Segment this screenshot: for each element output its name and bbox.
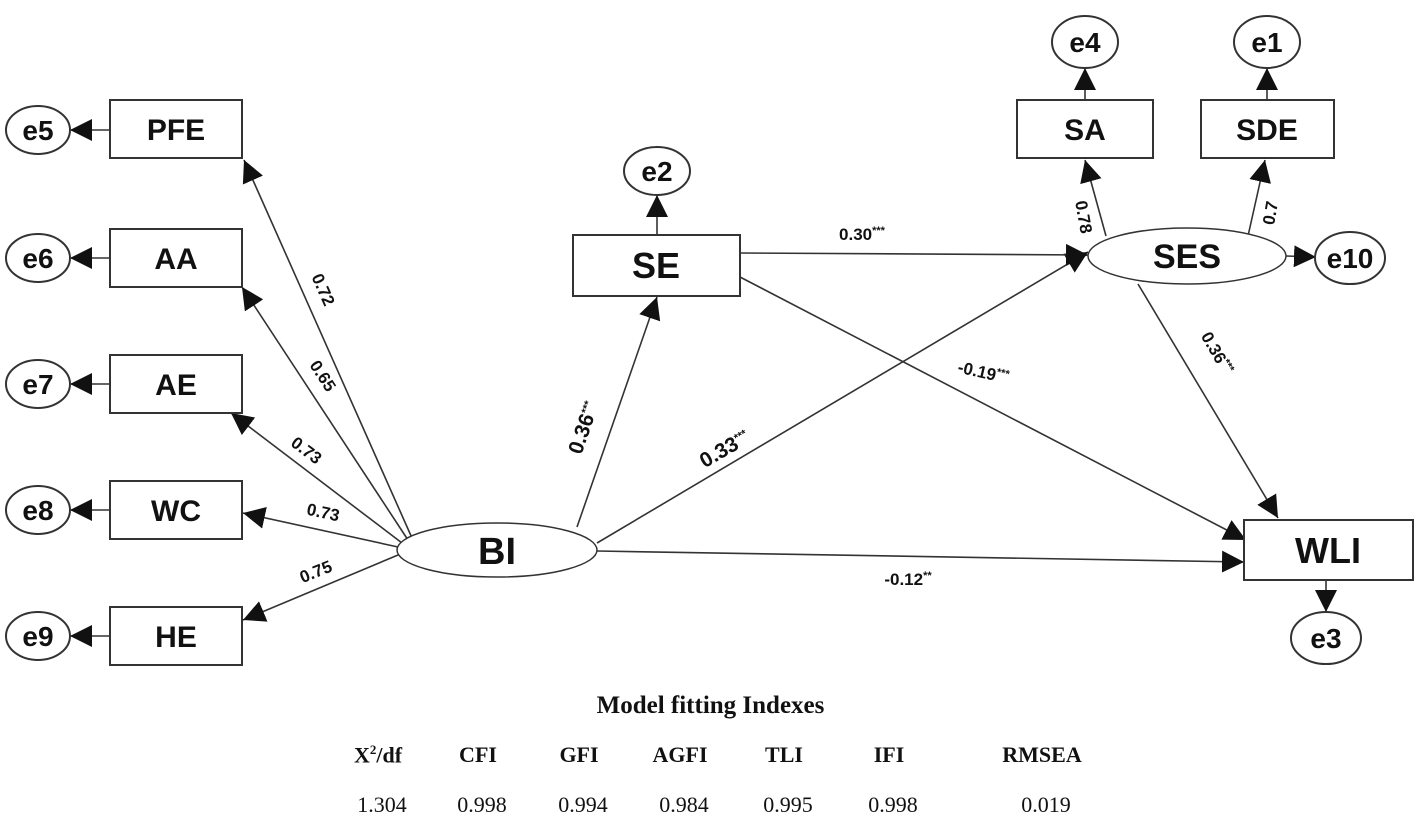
fit-value-6: 0.019 [1021,792,1071,817]
coef-bi-se: 0.36*** [564,398,603,457]
coef-bi-pfe: 0.72 [308,271,339,309]
error-e2: e2 [623,146,691,196]
error-e4: e4 [1051,15,1119,69]
node-wli-label: WLI [1295,530,1361,571]
node-aa: AA [109,228,243,288]
node-ae: AE [109,354,243,414]
error-e6-label: e6 [22,243,53,274]
node-he-label: HE [155,621,197,654]
fit-value-2: 0.994 [558,792,608,817]
node-wli: WLI [1243,519,1414,581]
coef-bi-ses: 0.33*** [696,426,755,473]
node-wc: WC [109,480,243,540]
fit-header-tli: TLI [765,742,803,767]
fit-table-title: Model fitting Indexes [596,692,825,719]
error-e4-label: e4 [1069,27,1101,58]
coef-bi-ae: 0.73 [287,433,325,468]
node-sa-label: SA [1064,114,1106,147]
fit-value-5: 0.998 [868,792,918,817]
node-bi: BI [396,522,598,578]
edge-ses-sde [1247,159,1271,237]
node-sa: SA [1016,99,1154,159]
edge-se-ses [739,243,1089,266]
edges [70,68,1337,647]
edge-bi-ae [230,412,403,544]
fit-header-gfi: GFI [559,742,599,767]
edge-bi-pfe [242,159,413,539]
fit-value-3: 0.984 [659,792,709,817]
coef-ses-sde: 0.7 [1259,200,1282,227]
node-sde: SDE [1200,99,1335,159]
edge-bi-se [576,296,661,528]
error-e6: e6 [5,233,71,283]
node-pfe: PFE [109,99,243,159]
node-he: HE [109,606,243,666]
edge-bi-ses [596,251,1089,544]
coef-se-ses: 0.30*** [839,225,886,244]
error-e3: e3 [1290,611,1362,665]
model-fit-table: Model fitting Indexes X2/df CFI GFI AGFI TLI… [0,690,1421,829]
edge-ses-e10 [1285,245,1317,268]
coef-bi-wli: -0.12** [884,570,932,589]
error-e10-label: e10 [1327,243,1374,274]
error-e10: e10 [1314,231,1386,285]
error-e7: e7 [5,359,71,409]
node-ae-label: AE [155,369,197,402]
error-e1-label: e1 [1251,27,1282,58]
node-aa-label: AA [154,243,197,276]
coef-ses-wli: 0.36*** [1197,329,1237,379]
edge-bi-he [242,554,399,622]
fit-value-0: 1.304 [357,792,407,817]
sem-path-diagram: PFE AA AE WC HE SE SA SDE WLI BI SES [5,15,1414,666]
edge-bi-wc [242,506,399,548]
node-sde-label: SDE [1236,114,1298,147]
edge-bi-aa [241,286,409,541]
fit-value-1: 0.998 [457,792,507,817]
error-e8-label: e8 [22,495,53,526]
coef-ses-sa: 0.78 [1071,199,1095,235]
fit-header-x-df: X2/df [353,742,403,768]
fit-header-rmsea: RMSEA [1002,742,1082,767]
fit-header-agfi: AGFI [652,742,708,767]
edge-bi-wli [596,550,1245,573]
node-ses-label: SES [1153,238,1221,276]
node-ses: SES [1087,227,1287,285]
error-e1: e1 [1233,15,1301,69]
error-e5: e5 [5,105,71,155]
error-e2-label: e2 [641,156,672,187]
node-se-label: SE [632,245,680,286]
fit-header-ifi: IFI [873,742,905,767]
coef-bi-he: 0.75 [297,557,335,587]
fit-header-cfi: CFI [459,742,497,767]
node-se: SE [572,234,741,297]
coef-se-wli: -0.19*** [956,358,1011,388]
edge-ses-wli [1137,283,1279,519]
error-e8: e8 [5,485,71,535]
node-bi-label: BI [478,531,516,573]
error-e5-label: e5 [22,115,53,146]
node-pfe-label: PFE [147,114,205,147]
edge-se-wli [739,276,1247,541]
error-e3-label: e3 [1310,623,1341,654]
fit-value-4: 0.995 [763,792,813,817]
error-e7-label: e7 [22,369,53,400]
error-e9-label: e9 [22,621,53,652]
edge-ses-sa [1080,159,1107,237]
node-wc-label: WC [151,495,201,528]
error-e9: e9 [5,611,71,661]
coef-bi-wc: 0.73 [305,500,341,525]
